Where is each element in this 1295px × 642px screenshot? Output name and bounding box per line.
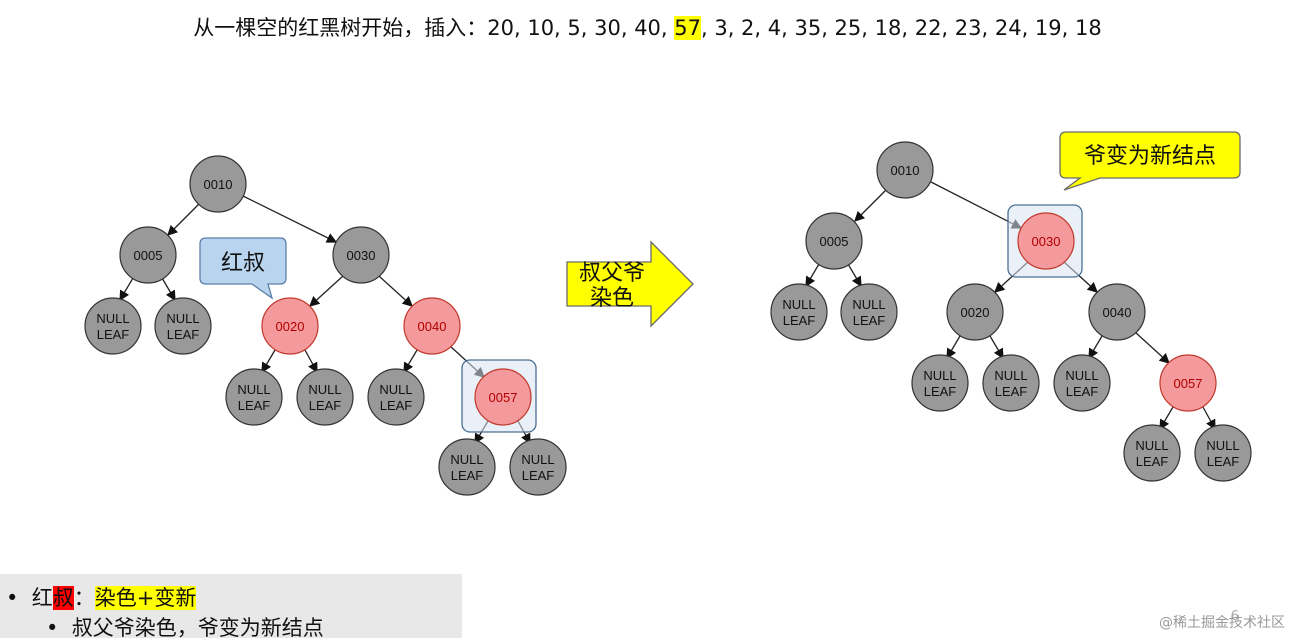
right-null-leaf bbox=[1053, 354, 1111, 412]
right-leaf-label-leaf: LEAF bbox=[924, 384, 957, 399]
right-leaf-label-null: NULL bbox=[782, 297, 815, 312]
right-leaf-label-leaf: LEAF bbox=[1066, 384, 1099, 399]
left-leaf-label-leaf: LEAF bbox=[97, 327, 130, 342]
left-node-label-0005: 0005 bbox=[134, 248, 163, 263]
left-leaf-label-null: NULL bbox=[379, 382, 412, 397]
left-leaf-label-null: NULL bbox=[308, 382, 341, 397]
right-null-leaf bbox=[1194, 424, 1252, 482]
right-null-leaf bbox=[770, 283, 828, 341]
right-leaf-label-null: NULL bbox=[1135, 438, 1168, 453]
left-null-leaf bbox=[438, 438, 496, 496]
right-leaf-label-leaf: LEAF bbox=[853, 313, 886, 328]
bullet-2-text: 叔父爷染色，爷变为新结点 bbox=[71, 616, 324, 640]
bottom-notes: • 红叔：染色+变新 • 叔父爷染色，爷变为新结点 bbox=[0, 574, 462, 640]
left-leaf-label-null: NULL bbox=[166, 311, 199, 326]
right-node-label-0030: 0030 bbox=[1032, 234, 1061, 249]
right-leaf-label-null: NULL bbox=[923, 368, 956, 383]
right-leaf-label-null: NULL bbox=[852, 297, 885, 312]
right-node-label-0005: 0005 bbox=[820, 234, 849, 249]
left-null-leaf bbox=[296, 368, 354, 426]
footer-watermark: @稀土掘金技术社区 bbox=[1159, 615, 1285, 631]
right-node-0020 bbox=[946, 283, 1004, 341]
left-tree-nodes: NULLLEAFNULLLEAFNULLLEAFNULLLEAFNULLLEAF… bbox=[84, 155, 567, 496]
left-leaf-label-leaf: LEAF bbox=[238, 398, 271, 413]
left-leaf-label-null: NULL bbox=[450, 452, 483, 467]
left-node-0010 bbox=[189, 155, 247, 213]
left-node-0040 bbox=[403, 297, 461, 355]
left-null-leaf bbox=[154, 297, 212, 355]
left-node-label-0010: 0010 bbox=[204, 177, 233, 192]
left-leaf-label-null: NULL bbox=[237, 382, 270, 397]
callout-uncle-text: 红叔 bbox=[221, 251, 265, 276]
left-node-label-0020: 0020 bbox=[276, 319, 305, 334]
page-title: 从一棵空的红黑树开始，插入：20, 10, 5, 30, 40, 57, 3, … bbox=[0, 12, 1295, 42]
bullet-1-colon: ： bbox=[73, 586, 95, 610]
left-leaf-label-leaf: LEAF bbox=[309, 398, 342, 413]
right-leaf-label-null: NULL bbox=[1065, 368, 1098, 383]
callout-grandpa-text: 爷变为新结点 bbox=[1084, 144, 1216, 169]
callout-grandpa: 爷变为新结点 bbox=[1059, 131, 1241, 191]
left-null-leaf bbox=[225, 368, 283, 426]
bullet-2: • 叔父爷染色，爷变为新结点 bbox=[46, 616, 324, 640]
right-leaf-label-null: NULL bbox=[1206, 438, 1239, 453]
right-leaf-label-leaf: LEAF bbox=[783, 313, 816, 328]
left-leaf-label-leaf: LEAF bbox=[451, 468, 484, 483]
left-null-leaf bbox=[367, 368, 425, 426]
right-node-label-0010: 0010 bbox=[891, 163, 920, 178]
left-node-0005 bbox=[119, 226, 177, 284]
left-null-leaf bbox=[84, 297, 142, 355]
right-node-label-0057: 0057 bbox=[1174, 376, 1203, 391]
right-node-label-0040: 0040 bbox=[1103, 305, 1132, 320]
title-suffix: , 3, 2, 4, 35, 25, 18, 22, 23, 24, 19, 1… bbox=[701, 16, 1102, 40]
right-leaf-label-null: NULL bbox=[994, 368, 1027, 383]
left-node-0030 bbox=[332, 226, 390, 284]
right-node-0005 bbox=[805, 212, 863, 270]
right-node-0040 bbox=[1088, 283, 1146, 341]
right-node-label-0020: 0020 bbox=[961, 305, 990, 320]
page-number: 6 bbox=[1230, 609, 1239, 624]
left-node-label-0040: 0040 bbox=[418, 319, 447, 334]
right-leaf-label-leaf: LEAF bbox=[1207, 454, 1240, 469]
left-node-0020 bbox=[261, 297, 319, 355]
arrow-label-line1: 叔父爷 bbox=[579, 261, 645, 286]
right-node-0057 bbox=[1159, 354, 1217, 412]
left-leaf-label-leaf: LEAF bbox=[380, 398, 413, 413]
title-highlight: 57 bbox=[674, 16, 701, 40]
arrow-label-line2: 染色 bbox=[590, 286, 634, 311]
left-leaf-label-leaf: LEAF bbox=[522, 468, 555, 483]
right-null-leaf bbox=[840, 283, 898, 341]
left-node-0057 bbox=[474, 368, 532, 426]
left-leaf-label-null: NULL bbox=[521, 452, 554, 467]
bullet-1-prefix: 红 bbox=[31, 586, 53, 610]
left-node-label-0030: 0030 bbox=[347, 248, 376, 263]
transition-arrow: 叔父爷 染色 bbox=[566, 240, 694, 328]
right-tree-nodes: NULLLEAFNULLLEAFNULLLEAFNULLLEAFNULLLEAF… bbox=[770, 141, 1252, 482]
right-node-0030 bbox=[1017, 212, 1075, 270]
bullet-1-red-word: 叔 bbox=[52, 586, 74, 610]
right-null-leaf bbox=[911, 354, 969, 412]
right-leaf-label-leaf: LEAF bbox=[1136, 454, 1169, 469]
bullet-1-yellow-text: 染色+变新 bbox=[94, 586, 197, 610]
right-node-0010 bbox=[876, 141, 934, 199]
left-leaf-label-leaf: LEAF bbox=[167, 327, 200, 342]
callout-uncle: 红叔 bbox=[199, 237, 287, 300]
right-null-leaf bbox=[1123, 424, 1181, 482]
right-tree-edges bbox=[805, 181, 1216, 431]
right-null-leaf bbox=[982, 354, 1040, 412]
left-null-leaf bbox=[509, 438, 567, 496]
left-leaf-label-null: NULL bbox=[96, 311, 129, 326]
bullet-1: • 红叔：染色+变新 bbox=[6, 586, 197, 610]
title-prefix: 从一棵空的红黑树开始，插入：20, 10, 5, 30, 40, bbox=[193, 16, 675, 40]
right-leaf-label-leaf: LEAF bbox=[995, 384, 1028, 399]
left-node-label-0057: 0057 bbox=[489, 390, 518, 405]
